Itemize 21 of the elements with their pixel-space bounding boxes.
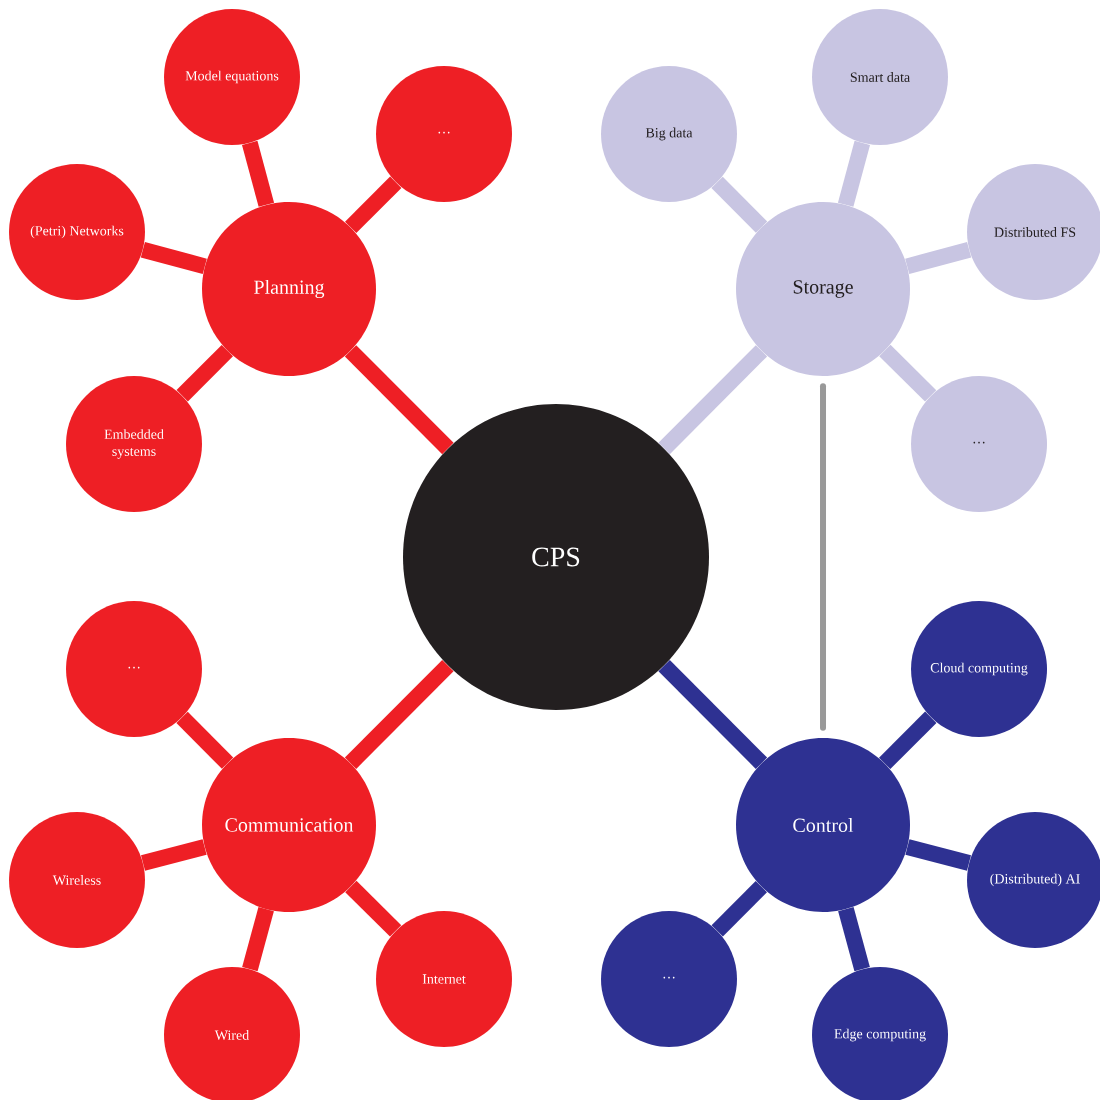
connector <box>345 880 402 937</box>
connector <box>905 839 971 871</box>
connector <box>838 907 870 972</box>
connector <box>837 140 871 207</box>
connector <box>879 344 937 402</box>
connector <box>658 659 768 769</box>
connector <box>140 242 207 275</box>
connector <box>905 242 972 275</box>
connector <box>242 140 275 207</box>
connector <box>344 659 454 769</box>
connector <box>711 881 767 937</box>
connector <box>711 176 768 233</box>
connector <box>344 345 454 455</box>
connector <box>658 345 768 455</box>
connector <box>176 711 234 769</box>
connector <box>820 383 826 731</box>
connector <box>345 176 402 233</box>
connector <box>176 345 233 402</box>
connector <box>141 839 207 871</box>
connector <box>879 711 937 770</box>
connector <box>242 907 274 972</box>
